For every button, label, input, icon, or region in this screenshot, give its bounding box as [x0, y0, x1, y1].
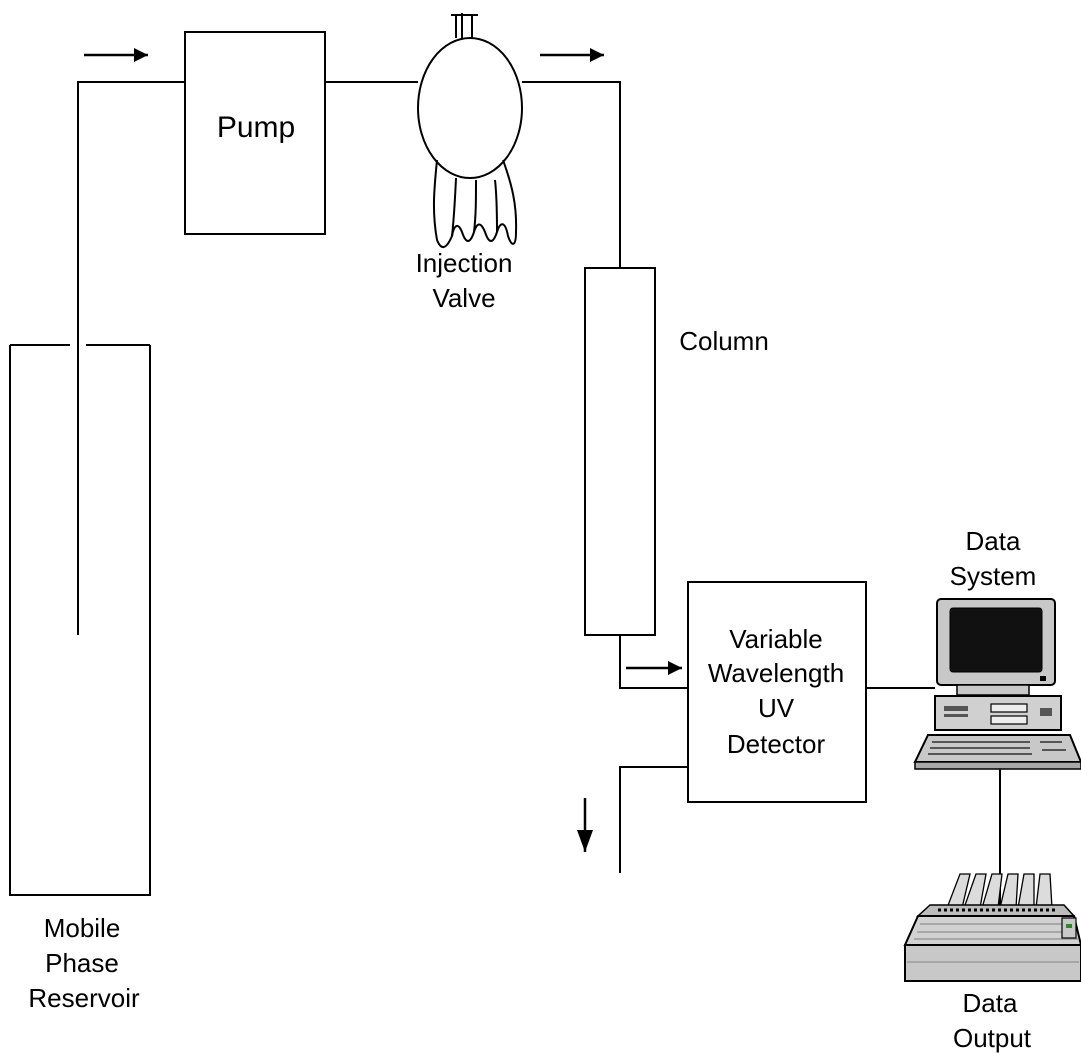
- injection-valve-icon: [417, 13, 523, 248]
- data-output-label-line2: Output: [953, 1023, 1032, 1053]
- reservoir-label-line1: Mobile: [44, 913, 121, 943]
- data-system-label-line1: Data: [966, 526, 1021, 556]
- reservoir-label-line2: Phase: [45, 948, 119, 978]
- data-system: Data System: [913, 526, 1081, 770]
- detector-label-line1: Variable: [729, 624, 822, 654]
- computer-icon: [913, 598, 1081, 770]
- uv-detector: Variable Wavelength UV Detector: [687, 581, 867, 803]
- reservoir-label-line3: Reservoir: [28, 983, 140, 1013]
- column-to-detector-tube: [619, 635, 688, 689]
- valve-label-line1: Injection: [416, 248, 513, 278]
- reservoir-to-pump-tube: [77, 81, 185, 635]
- detector-label-line2: Wavelength: [708, 658, 844, 688]
- column-tube: [584, 267, 656, 636]
- pump-label: Pump: [217, 111, 295, 144]
- detector-box: [687, 581, 867, 803]
- injection-valve: Injection Valve: [416, 13, 523, 313]
- valve-label-line2: Valve: [432, 283, 495, 313]
- flow-arrow-head: [577, 830, 593, 852]
- data-system-label-line2: System: [950, 561, 1037, 591]
- detector-label-line3: UV: [758, 693, 795, 723]
- detector-label-line4: Detector: [727, 729, 826, 759]
- detector-waste-tube: [619, 766, 688, 873]
- data-output: Data Output: [903, 873, 1081, 1053]
- tubing: [77, 81, 1001, 905]
- pump: Pump: [184, 31, 326, 235]
- column: Column: [584, 267, 769, 636]
- data-output-label-line1: Data: [963, 988, 1018, 1018]
- reservoir-vessel: [9, 345, 151, 896]
- pump-box: [184, 31, 326, 235]
- column-label: Column: [679, 326, 769, 356]
- flow-arrows: [84, 48, 682, 852]
- printer-icon: [903, 873, 1081, 982]
- mobile-phase-reservoir: Mobile Phase Reservoir: [9, 344, 151, 1013]
- valve-to-column-tube: [522, 81, 621, 268]
